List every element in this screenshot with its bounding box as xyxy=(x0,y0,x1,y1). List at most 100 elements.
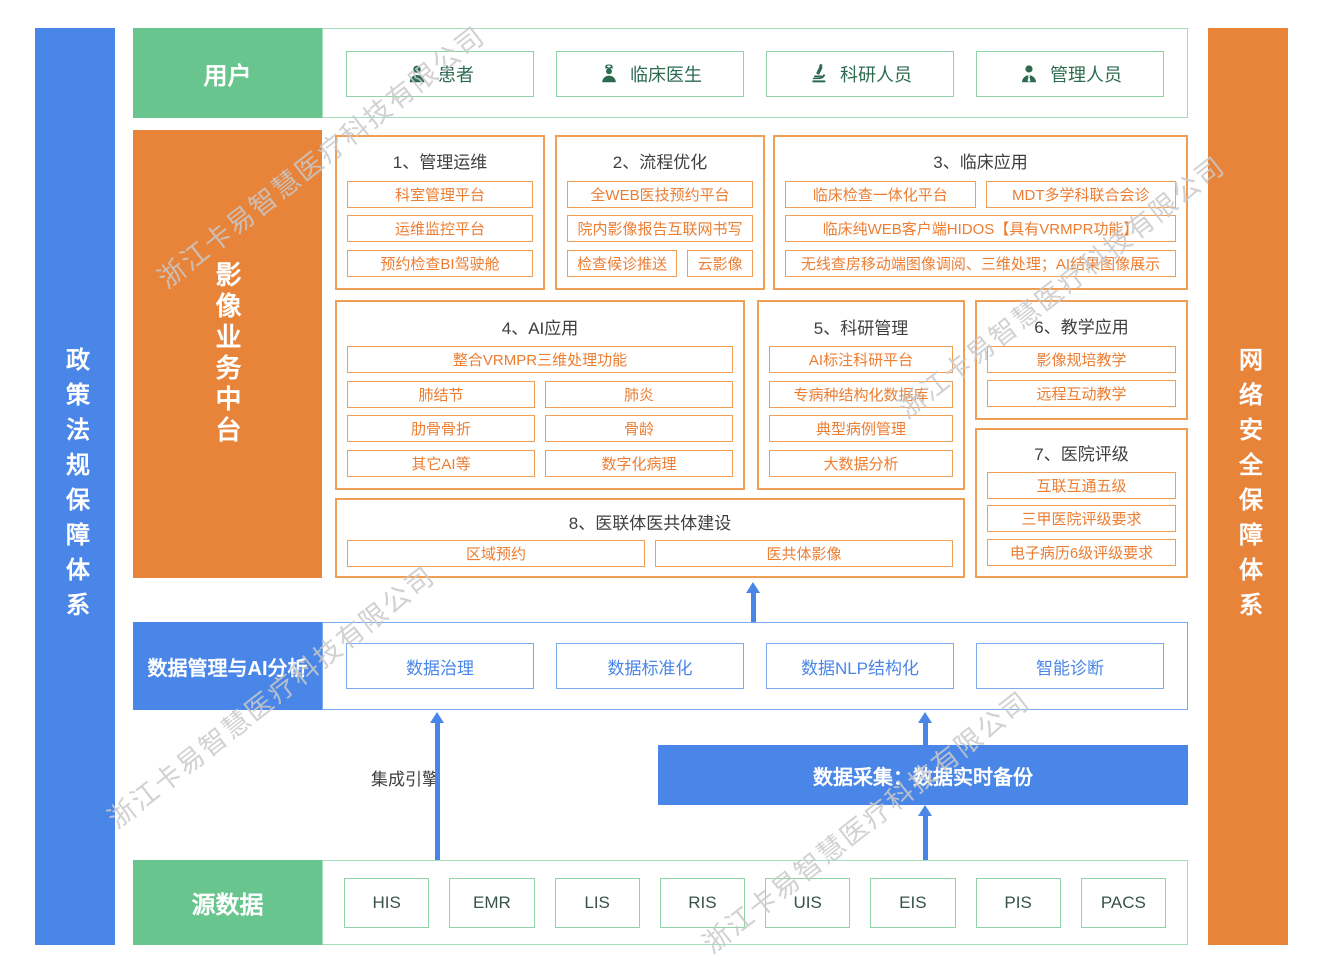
source-system-item: PIS xyxy=(975,878,1061,928)
policy-regulation-bar: 政策法规保障体系 xyxy=(35,28,115,945)
source-data-row-label: 源数据 xyxy=(133,860,322,945)
platform-item: 骨龄 xyxy=(545,415,733,442)
platform-row: 其它AI等数字化病理 xyxy=(347,449,733,477)
platform-item: 互联互通五级 xyxy=(987,471,1176,499)
user-item-label: 临床医生 xyxy=(630,65,702,85)
platform-section-title: 2、流程优化 xyxy=(612,153,708,173)
source-system-item: EIS xyxy=(870,878,956,928)
user-item: 管理人员 xyxy=(976,51,1164,97)
source-system-item: EMR xyxy=(449,878,535,928)
platform-section-title: 8、医联体医共体建设 xyxy=(568,514,732,534)
platform-item: 专病种结构化数据库 xyxy=(769,380,953,408)
network-security-label: 网络安全保障体系 xyxy=(1234,346,1262,627)
platform-section-title: 1、管理运维 xyxy=(392,153,488,173)
platform-row: 区域预约医共体影像 xyxy=(347,539,953,567)
platform-item: 三甲医院评级要求 xyxy=(987,505,1176,533)
platform-section: 8、医联体医共体建设区域预约医共体影像 xyxy=(335,498,965,578)
up-arrow-to-platform xyxy=(746,582,760,622)
data-mgmt-row-label: 数据管理与AI分析 xyxy=(133,622,322,710)
imaging-platform-label: 影像业务中台 xyxy=(133,130,322,578)
platform-row: 院内影像报告互联网书写 xyxy=(567,215,753,243)
platform-row: 肋骨骨折骨龄 xyxy=(347,415,733,442)
platform-item: 临床检查一体化平台 xyxy=(785,180,976,208)
platform-item: 电子病历6级评级要求 xyxy=(987,538,1176,566)
admin-icon xyxy=(1018,63,1040,85)
platform-row: 临床检查一体化平台 MDT多学科联合会诊 xyxy=(785,180,1176,208)
platform-row: 影像规培教学 xyxy=(987,345,1176,373)
platform-item: 影像规培教学 xyxy=(987,345,1176,373)
platform-item: 检查候诊推送 xyxy=(567,249,678,277)
user-item-label: 科研人员 xyxy=(840,65,912,85)
platform-item: 其它AI等 xyxy=(347,449,535,477)
up-arrow-collection-to-mgmt xyxy=(918,712,932,745)
platform-item: 肺结节 xyxy=(347,380,535,408)
platform-item: 整合VRMPR三维处理功能 xyxy=(347,346,733,373)
user-item: 临床医生 xyxy=(556,51,744,97)
users-items: 患者 临床医生 科研人员 管理人员 xyxy=(322,28,1188,118)
user-item-label: 管理人员 xyxy=(1050,65,1122,85)
doctor-icon xyxy=(598,63,620,85)
platform-section-title: 3、临床应用 xyxy=(933,153,1028,173)
data-collection-box: 数据采集：数据实时备份 xyxy=(658,745,1188,805)
platform-row: 三甲医院评级要求 xyxy=(987,505,1176,533)
data-mgmt-item: 智能诊断 xyxy=(976,643,1164,689)
platform-section-title: 7、医院评级 xyxy=(1034,445,1129,465)
platform-item: 院内影像报告互联网书写 xyxy=(567,215,753,243)
platform-item: 远程互动教学 xyxy=(987,379,1176,407)
platform-row: 科室管理平台 xyxy=(347,180,533,208)
user-item-label: 患者 xyxy=(438,65,474,85)
platform-item: 临床纯WEB客户端HIDOS【具有VRMPR功能】 xyxy=(785,215,1176,243)
platform-item: 典型病例管理 xyxy=(769,415,953,442)
platform-section: 2、流程优化全WEB医技预约平台院内影像报告互联网书写检查候诊推送云影像 xyxy=(555,135,765,290)
platform-row: AI标注科研平台 xyxy=(769,346,953,373)
source-system-item: PACS xyxy=(1080,878,1166,928)
integration-engine-label: 集成引擎 xyxy=(371,770,439,789)
platform-section: 3、临床应用临床检查一体化平台 MDT多学科联合会诊临床纯WEB客户端HIDOS【… xyxy=(773,135,1188,290)
platform-item: 大数据分析 xyxy=(769,449,953,477)
user-item: 科研人员 xyxy=(766,51,954,97)
up-arrow-source-to-collection xyxy=(918,805,932,861)
platform-row: 检查候诊推送云影像 xyxy=(567,249,753,277)
platform-item: 科室管理平台 xyxy=(347,180,533,208)
source-system-item: HIS xyxy=(344,878,430,928)
platform-item: 医共体影像 xyxy=(655,539,953,567)
platform-item: 数字化病理 xyxy=(545,449,733,477)
platform-row: 电子病历6级评级要求 xyxy=(987,538,1176,566)
user-item: 患者 xyxy=(346,51,534,97)
policy-regulation-label: 政策法规保障体系 xyxy=(61,346,89,627)
network-security-bar: 网络安全保障体系 xyxy=(1208,28,1288,945)
platform-section: 5、科研管理 AI标注科研平台专病种结构化数据库典型病例管理大数据分析 xyxy=(757,300,965,490)
researcher-icon xyxy=(808,63,830,85)
platform-row: 运维监控平台 xyxy=(347,215,533,243)
platform-section-title: 5、科研管理 xyxy=(813,318,909,338)
source-system-item: LIS xyxy=(554,878,640,928)
data-mgmt-item: 数据NLP结构化 xyxy=(766,643,954,689)
platform-item: MDT多学科联合会诊 xyxy=(985,180,1176,208)
platform-row: 无线查房移动端图像调阅、三维处理；AI结果图像展示 xyxy=(785,249,1176,277)
platform-item: 全WEB医技预约平台 xyxy=(567,180,753,208)
platform-row: 远程互动教学 xyxy=(987,379,1176,407)
platform-section: 1、管理运维科室管理平台运维监控平台预约检查BI驾驶舱 xyxy=(335,135,545,290)
platform-row: 大数据分析 xyxy=(769,449,953,477)
platform-section: 6、教学应用影像规培教学远程互动教学 xyxy=(975,300,1188,420)
platform-item: 运维监控平台 xyxy=(347,215,533,243)
platform-row: 全WEB医技预约平台 xyxy=(567,180,753,208)
patient-icon xyxy=(406,63,428,85)
platform-row: 整合VRMPR三维处理功能 xyxy=(347,346,733,373)
platform-row: 临床纯WEB客户端HIDOS【具有VRMPR功能】 xyxy=(785,215,1176,243)
integration-engine-arrow xyxy=(430,712,444,861)
data-mgmt-item: 数据标准化 xyxy=(556,643,744,689)
users-row-label: 用户 xyxy=(133,28,322,118)
data-mgmt-items: 数据治理数据标准化数据NLP结构化智能诊断 xyxy=(322,622,1188,710)
platform-section-title: 4、AI应用 xyxy=(501,318,579,338)
data-mgmt-item: 数据治理 xyxy=(346,643,534,689)
platform-section: 7、医院评级互联互通五级三甲医院评级要求电子病历6级评级要求 xyxy=(975,428,1188,578)
platform-row: 典型病例管理 xyxy=(769,415,953,442)
platform-item: 肺炎 xyxy=(545,380,733,408)
platform-item: 肋骨骨折 xyxy=(347,415,535,442)
platform-item: 无线查房移动端图像调阅、三维处理；AI结果图像展示 xyxy=(785,249,1176,277)
source-system-item: RIS xyxy=(659,878,745,928)
platform-section: 4、AI应用整合VRMPR三维处理功能肺结节肺炎肋骨骨折骨龄其它AI等数字化病理 xyxy=(335,300,745,490)
